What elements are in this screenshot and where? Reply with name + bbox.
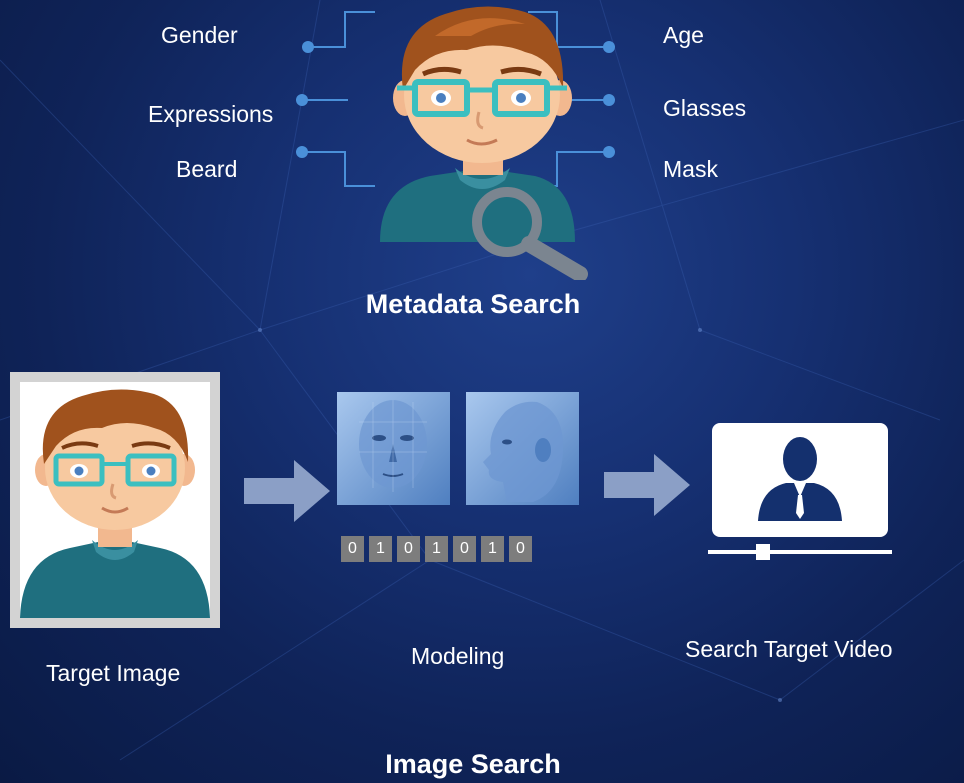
binary-code: 0 1 0 1 0 1 0	[341, 536, 532, 562]
bit-cell: 1	[481, 536, 504, 562]
attribute-expressions: Expressions	[148, 101, 274, 127]
bit-cell: 1	[369, 536, 392, 562]
bit-cell: 0	[397, 536, 420, 562]
search-target-video-label: Search Target Video	[685, 636, 893, 662]
metadata-search-title: Metadata Search	[365, 289, 581, 319]
cartoon-avatar-icon	[380, 6, 588, 280]
image-search-title: Image Search	[385, 749, 561, 779]
arrow-right-icon	[604, 454, 690, 516]
arrow-right-icon	[244, 460, 330, 522]
face-model-icon	[337, 392, 579, 505]
magnifier-icon	[472, 187, 588, 280]
attribute-mask: Mask	[663, 156, 718, 182]
target-image-avatar-icon	[20, 389, 210, 618]
target-image-label: Target Image	[46, 660, 181, 686]
bit-cell: 0	[341, 536, 364, 562]
attribute-gender: Gender	[161, 22, 238, 48]
bit-cell: 1	[425, 536, 448, 562]
modeling-label: Modeling	[411, 643, 505, 669]
bit-cell: 0	[509, 536, 532, 562]
attribute-glasses: Glasses	[663, 95, 747, 121]
bit-cell: 0	[453, 536, 476, 562]
video-person-icon	[708, 423, 892, 560]
attribute-age: Age	[663, 22, 704, 48]
target-image-frame	[10, 372, 220, 628]
attribute-beard: Beard	[176, 156, 238, 182]
